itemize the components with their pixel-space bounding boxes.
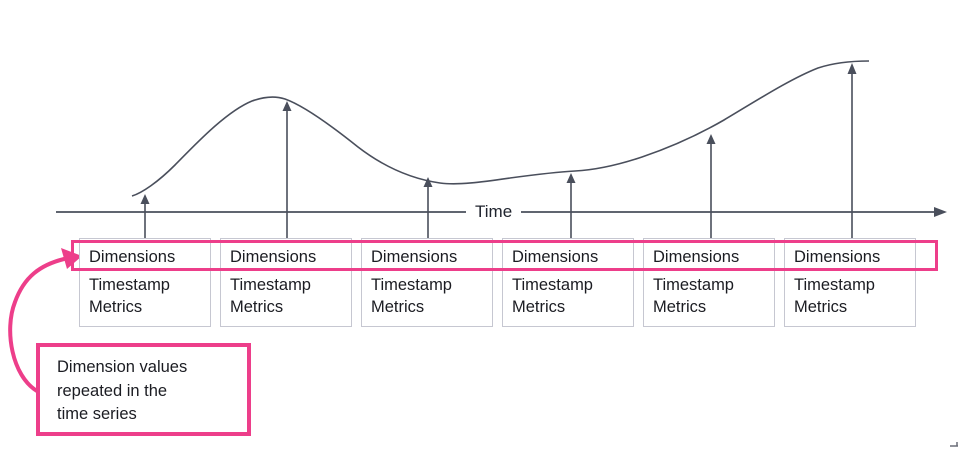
sample-arrow-4 [566,173,576,238]
time-axis-label: Time [466,201,522,223]
bottom-right-artifact [950,442,958,447]
record-row: Dimensions Timestamp Metrics Dimensions … [79,238,916,327]
sample-arrow-3 [423,177,433,238]
sample-arrow-2 [282,101,292,238]
callout-arrow-curve [8,257,66,393]
record-metrics: Metrics [653,298,707,316]
record-box-1: Dimensions Timestamp Metrics [79,238,211,327]
sample-arrow-6 [847,63,857,238]
callout-text-line: time series [57,405,137,423]
record-metrics: Metrics [230,298,284,316]
record-dimensions: Dimensions [512,248,599,266]
record-box-5: Dimensions Timestamp Metrics [643,238,775,327]
record-box-2: Dimensions Timestamp Metrics [220,238,352,327]
record-timestamp: Timestamp [89,276,170,294]
record-dimensions: Dimensions [230,248,317,266]
callout-text-line: repeated in the [57,381,168,400]
record-metrics: Metrics [89,298,143,316]
time-axis-arrowhead-icon [934,207,947,217]
record-dimensions: Dimensions [794,248,881,266]
sample-arrow-5 [706,134,716,238]
record-box-4: Dimensions Timestamp Metrics [502,238,634,327]
record-timestamp: Timestamp [230,276,311,294]
callout-text-line: Dimension values [57,358,188,376]
record-box-3: Dimensions Timestamp Metrics [361,238,493,327]
timeseries-curve [131,60,870,197]
record-metrics: Metrics [371,298,425,316]
record-timestamp: Timestamp [794,276,875,294]
record-dimensions: Dimensions [371,248,458,266]
record-metrics: Metrics [794,298,848,316]
record-dimensions: Dimensions [89,248,176,266]
record-timestamp: Timestamp [653,276,734,294]
record-dimensions: Dimensions [653,248,740,266]
record-metrics: Metrics [512,298,566,316]
record-timestamp: Timestamp [371,276,452,294]
record-box-6: Dimensions Timestamp Metrics [784,238,916,327]
dimensions-highlight-rect [71,240,938,271]
sample-arrow-1 [140,194,150,238]
record-timestamp: Timestamp [512,276,593,294]
callout-box: Dimension values repeated in the time se… [36,343,251,436]
